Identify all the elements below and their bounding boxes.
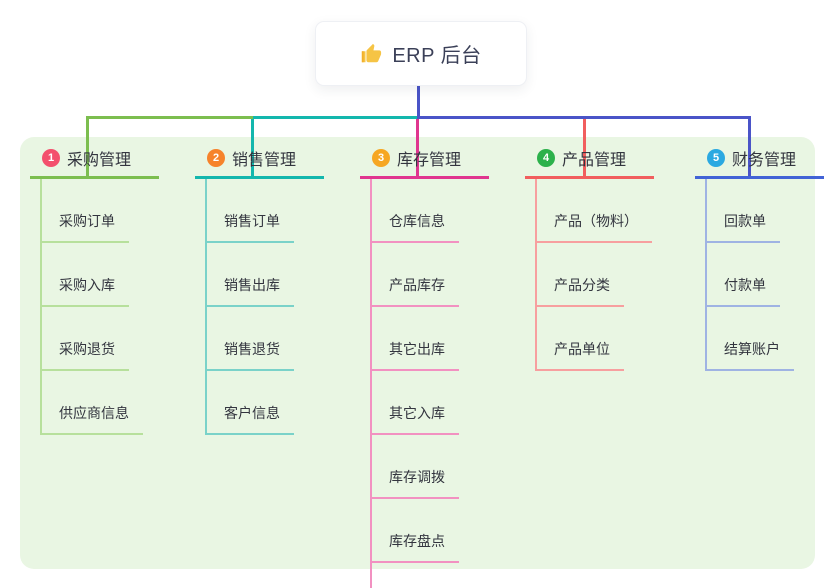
branch-node-4: 4 产品管理 产品（物料）产品分类产品单位	[525, 140, 654, 371]
child-node[interactable]: 采购退货	[42, 307, 129, 371]
branch-number-badge: 3	[372, 149, 390, 167]
child-node[interactable]: 其它入库	[372, 371, 459, 435]
branch-3-drop-line	[416, 116, 419, 177]
branch-header[interactable]: 4 产品管理	[525, 140, 654, 179]
child-node[interactable]: 库存调拨	[372, 435, 459, 499]
child-node[interactable]: 销售订单	[207, 179, 294, 243]
root-label: ERP 后台	[392, 45, 482, 67]
child-node[interactable]: 仓库信息	[372, 179, 459, 243]
root-node[interactable]: ERP 后台	[315, 21, 527, 86]
child-node[interactable]: 采购订单	[42, 179, 129, 243]
child-node[interactable]: 客户信息	[207, 371, 294, 435]
branch-node-1: 1 采购管理 采购订单采购入库采购退货供应商信息	[30, 140, 159, 435]
child-node[interactable]: 出库库明细	[372, 563, 473, 588]
thumbs-up-icon	[360, 43, 382, 65]
branch-node-2: 2 销售管理 销售订单销售出库销售退货客户信息	[195, 140, 324, 435]
branch-children: 仓库信息产品库存其它出库其它入库库存调拨库存盘点出库库明细	[370, 179, 473, 588]
branch-header[interactable]: 2 销售管理	[195, 140, 324, 179]
child-node[interactable]: 库存盘点	[372, 499, 459, 563]
child-node[interactable]: 采购入库	[42, 243, 129, 307]
branch-title: 财务管理	[732, 152, 797, 169]
branch-children: 采购订单采购入库采购退货供应商信息	[40, 179, 143, 435]
child-node[interactable]: 回款单	[707, 179, 780, 243]
bus-segment-left	[86, 116, 253, 119]
branch-header[interactable]: 5 财务管理	[695, 140, 824, 179]
child-node[interactable]: 销售出库	[207, 243, 294, 307]
branch-1-drop-line	[86, 116, 89, 177]
child-node[interactable]: 产品（物料）	[537, 179, 652, 243]
child-node[interactable]: 付款单	[707, 243, 780, 307]
branch-header[interactable]: 1 采购管理	[30, 140, 159, 179]
branch-4-drop-line	[583, 116, 586, 177]
branch-number-badge: 1	[42, 149, 60, 167]
branch-number-badge: 4	[537, 149, 555, 167]
branch-node-3: 3 库存管理 仓库信息产品库存其它出库其它入库库存调拨库存盘点出库库明细	[360, 140, 489, 588]
bus-segment-right	[417, 116, 751, 119]
branch-title: 销售管理	[232, 152, 297, 169]
branch-header[interactable]: 3 库存管理	[360, 140, 489, 179]
branch-node-5: 5 财务管理 回款单付款单结算账户	[695, 140, 824, 371]
child-node[interactable]: 结算账户	[707, 307, 794, 371]
branch-number-badge: 2	[207, 149, 225, 167]
branch-5-drop-line	[748, 116, 751, 177]
child-node[interactable]: 销售退货	[207, 307, 294, 371]
child-node[interactable]: 产品单位	[537, 307, 624, 371]
branch-children: 回款单付款单结算账户	[705, 179, 794, 371]
child-node[interactable]: 其它出库	[372, 307, 459, 371]
child-node[interactable]: 产品分类	[537, 243, 624, 307]
branch-number-badge: 5	[707, 149, 725, 167]
child-node[interactable]: 供应商信息	[42, 371, 143, 435]
branch-children: 销售订单销售出库销售退货客户信息	[205, 179, 294, 435]
branch-title: 产品管理	[562, 152, 627, 169]
root-trunk-line	[417, 84, 420, 119]
branch-2-drop-line	[251, 116, 254, 177]
branch-children: 产品（物料）产品分类产品单位	[535, 179, 652, 371]
child-node[interactable]: 产品库存	[372, 243, 459, 307]
branch-title: 采购管理	[67, 152, 132, 169]
branch-title: 库存管理	[397, 152, 462, 169]
bus-segment-mid	[253, 116, 420, 119]
